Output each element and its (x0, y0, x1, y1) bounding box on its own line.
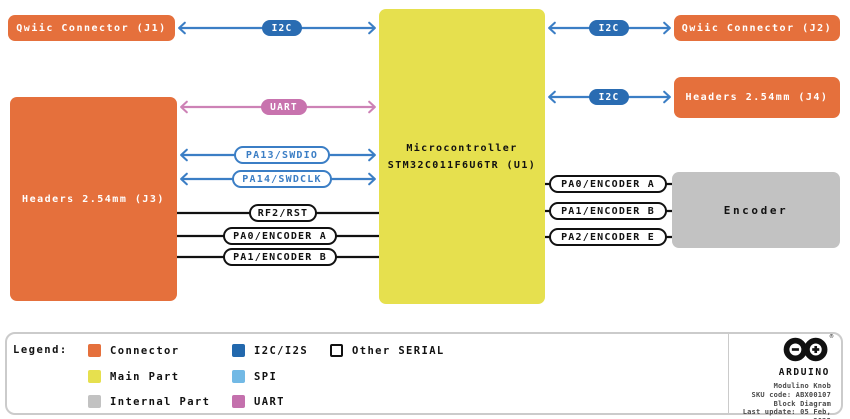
pill-swdclk: PA14/SWDCLK (232, 170, 332, 188)
main-part-color-swatch (88, 370, 101, 383)
uart-color-swatch (232, 395, 245, 408)
legend-panel (5, 332, 843, 415)
pill-uart: UART (261, 99, 307, 115)
legend-item-spi: SPI (232, 370, 277, 383)
block-encoder: Encoder (672, 172, 840, 248)
pill-enc-e-right: PA2/ENCODER E (549, 228, 667, 246)
product-name: Modulino Knob (773, 382, 831, 390)
block-qwiic-j2: Qwiic Connector (J2) (674, 15, 840, 41)
spi-color-swatch (232, 370, 245, 383)
legend-divider (728, 334, 729, 413)
pill-i2c-j1: I2C (262, 20, 302, 36)
other-serial-color-swatch (330, 344, 343, 357)
legend-item-connector: Connector (88, 344, 180, 357)
pill-swdio: PA13/SWDIO (234, 146, 330, 164)
block-microcontroller: Microcontroller STM32C011F6U6TR (U1) (379, 9, 545, 304)
legend-label: SPI (254, 370, 278, 383)
legend-label: I2C/I2S (254, 344, 309, 357)
arduino-infinity-logo: ® (783, 334, 834, 366)
legend-item-main-part: Main Part (88, 370, 180, 383)
pill-rst: RF2/RST (249, 204, 317, 222)
pill-enc-b-right: PA1/ENCODER B (549, 202, 667, 220)
sku-code: SKU code: ABX00107 (751, 390, 831, 399)
pill-i2c-j2: I2C (589, 20, 629, 36)
arduino-wordmark: ARDUINO (778, 367, 830, 378)
doc-type: Block Diagram (773, 399, 831, 408)
legend-label: UART (254, 395, 285, 408)
internal-part-color-swatch (88, 395, 101, 408)
block-qwiic-j1: Qwiic Connector (J1) (8, 15, 175, 41)
registered-mark: ® (829, 334, 834, 340)
pill-enc-b-left: PA1/ENCODER B (223, 248, 337, 266)
legend-item-internal-part: Internal Part (88, 395, 210, 408)
arduino-logo-icon (783, 337, 828, 362)
legend-title: Legend: (13, 344, 68, 356)
block-headers-j4: Headers 2.54mm (J4) (674, 77, 840, 118)
legend-item-i2c: I2C/I2S (232, 344, 308, 357)
last-update: Last update: 05 Feb, 2025 (742, 408, 831, 419)
block-qwiic-j2-label: Qwiic Connector (J2) (681, 22, 833, 34)
pill-i2c-j4: I2C (589, 89, 629, 105)
mcu-label-line1: Microcontroller (406, 142, 518, 154)
legend-label: Other SERIAL (352, 344, 445, 357)
legend-label: Connector (110, 344, 180, 357)
connector-color-swatch (88, 344, 101, 357)
branding-info: Modulino Knob SKU code: ABX00107 Block D… (729, 382, 831, 419)
legend-item-other-serial: Other SERIAL (330, 344, 445, 357)
mcu-label-line2: STM32C011F6U6TR (U1) (387, 159, 537, 171)
legend-label: Main Part (110, 370, 180, 383)
block-qwiic-j1-label: Qwiic Connector (J1) (16, 22, 167, 34)
block-microcontroller-label: Microcontroller STM32C011F6U6TR (U1) (388, 140, 536, 174)
block-headers-j4-label: Headers 2.54mm (J4) (685, 92, 829, 103)
block-headers-j3-label: Headers 2.54mm (J3) (22, 193, 165, 205)
branding-panel: ® ARDUINO Modulino Knob SKU code: ABX001… (729, 334, 837, 419)
legend-item-uart: UART (232, 395, 285, 408)
pill-enc-a-right: PA0/ENCODER A (549, 175, 667, 193)
block-headers-j3: Headers 2.54mm (J3) (10, 97, 177, 301)
legend-label: Internal Part (110, 395, 211, 408)
block-encoder-label: Encoder (723, 203, 789, 217)
pill-enc-a-left: PA0/ENCODER A (223, 227, 337, 245)
i2c-color-swatch (232, 344, 245, 357)
